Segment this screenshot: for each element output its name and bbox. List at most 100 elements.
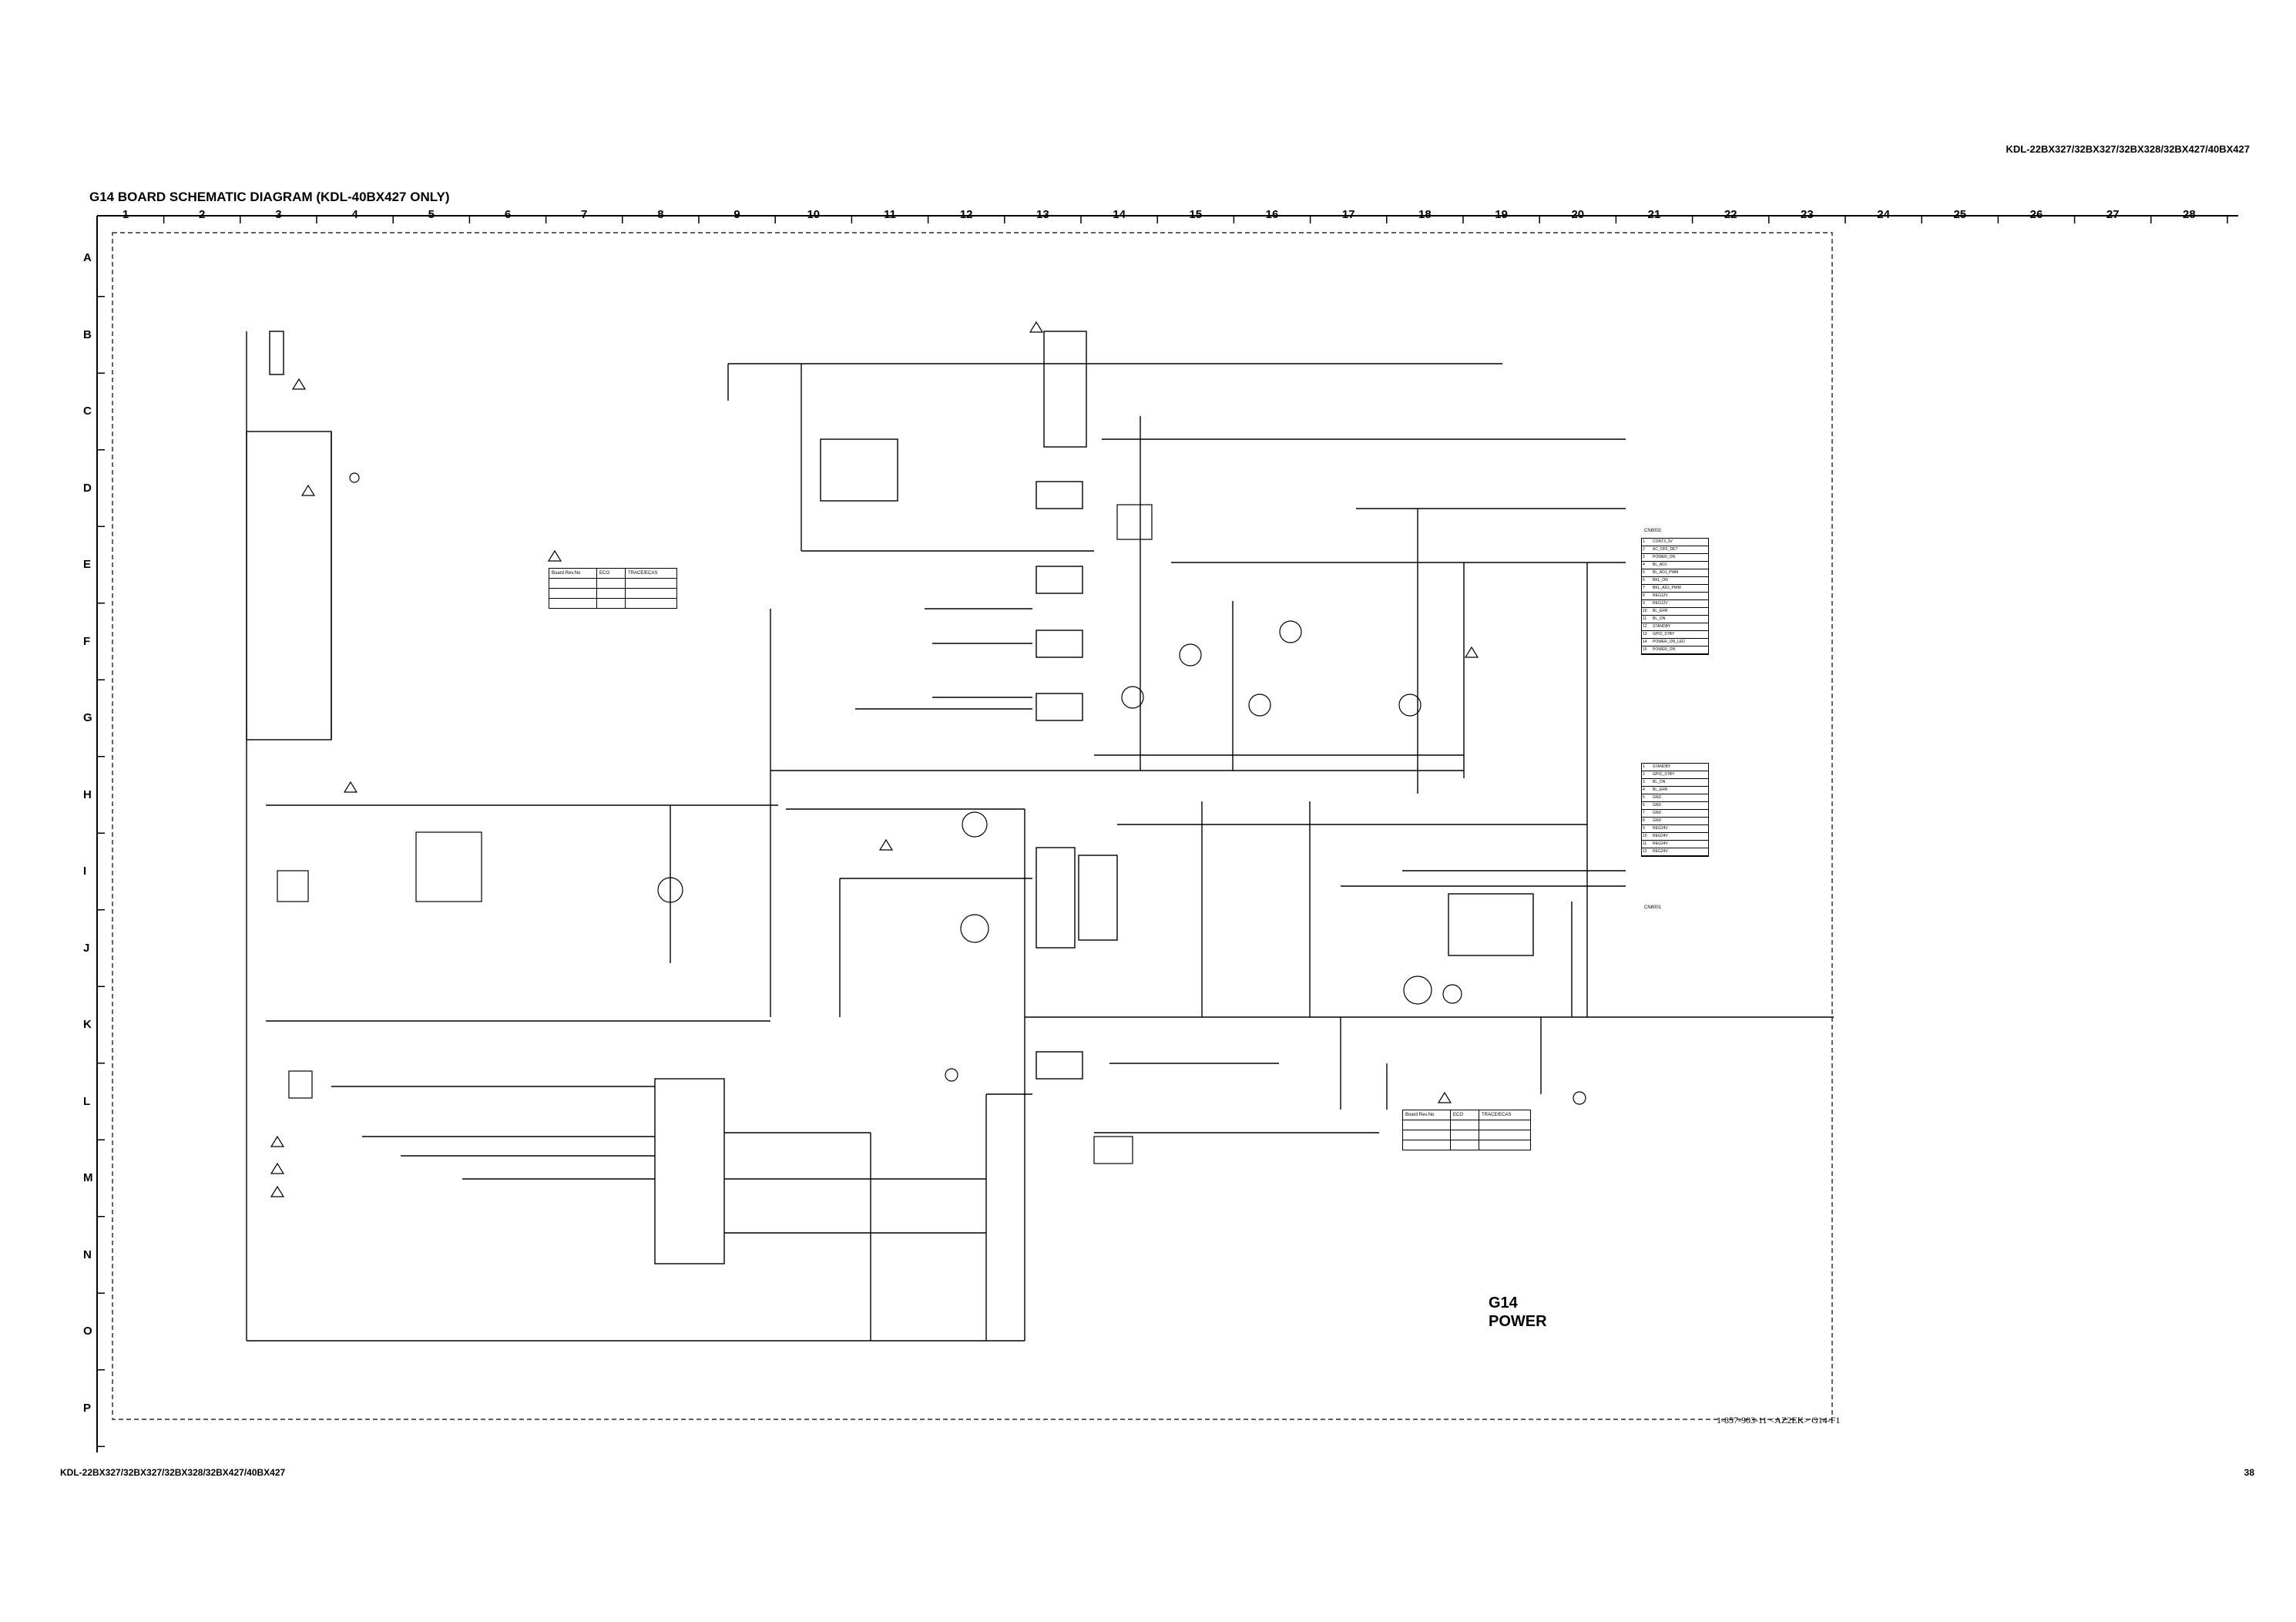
pin-signal: BKL_ON bbox=[1653, 578, 1668, 583]
pin-signal: CONT3_3V bbox=[1653, 539, 1673, 544]
pin-signal: BL_ERR bbox=[1653, 787, 1668, 792]
pin-number: 2 bbox=[1643, 772, 1645, 777]
pin-signal: BL_ADJ bbox=[1653, 562, 1667, 567]
pin-number: 12 bbox=[1643, 624, 1647, 629]
column-label: 25 bbox=[1953, 208, 1967, 221]
connector-pin: 9 REG12V bbox=[1642, 600, 1708, 608]
row-label: M bbox=[83, 1171, 93, 1184]
footer-model: KDL-22BX327/32BX327/32BX328/32BX427/40BX… bbox=[60, 1467, 286, 1478]
column-label: 19 bbox=[1495, 208, 1508, 221]
column-label: 14 bbox=[1113, 208, 1126, 221]
column-label: 10 bbox=[807, 208, 821, 221]
pin-signal: BKL_ADJ_PWM bbox=[1653, 586, 1681, 590]
row-label: N bbox=[83, 1248, 92, 1261]
pin-number: 5 bbox=[1643, 795, 1645, 800]
column-label: 8 bbox=[657, 208, 664, 221]
pin-signal: REG24V bbox=[1653, 849, 1668, 854]
row-label: A bbox=[83, 251, 92, 264]
row-label: O bbox=[83, 1325, 92, 1338]
connector-pin: 2 GPIO_STBY bbox=[1642, 771, 1708, 779]
row-label: B bbox=[83, 327, 92, 341]
column-label: 15 bbox=[1189, 208, 1203, 221]
pin-signal: AC_OFF_DET bbox=[1653, 547, 1678, 552]
column-label: 6 bbox=[504, 208, 512, 221]
pin-number: 10 bbox=[1643, 609, 1647, 613]
connector-pin: 13 GPIO_STBY bbox=[1642, 631, 1708, 639]
pin-number: 13 bbox=[1643, 632, 1647, 636]
caution-marks bbox=[270, 321, 1479, 1197]
column-label: 17 bbox=[1341, 208, 1355, 221]
pin-number: 15 bbox=[1643, 647, 1647, 652]
pin-signal: GPIO_STBY bbox=[1653, 632, 1675, 636]
pin-number: 5 bbox=[1643, 570, 1645, 575]
column-label: 21 bbox=[1647, 208, 1661, 221]
row-label: G bbox=[83, 711, 92, 724]
connector-pin: 4 BL_ADJ bbox=[1642, 562, 1708, 569]
pin-number: 11 bbox=[1643, 841, 1647, 846]
pin-number: 9 bbox=[1643, 826, 1645, 831]
pin-signal: GPIO_STBY bbox=[1653, 772, 1675, 777]
pin-number: 9 bbox=[1643, 601, 1645, 606]
rev-header-eco: ECO bbox=[596, 568, 626, 579]
model-header: KDL-22BX327/32BX327/32BX328/32BX427/40BX… bbox=[2006, 143, 2250, 155]
cn8001-label: CN8001 bbox=[1644, 905, 1662, 910]
pin-number: 1 bbox=[1643, 764, 1645, 769]
cn8002-label: CN8002 bbox=[1644, 529, 1662, 533]
row-label: P bbox=[83, 1401, 92, 1415]
pin-signal: BL_ON bbox=[1653, 780, 1666, 784]
connector-pin: 5 GND bbox=[1642, 794, 1708, 802]
column-label: 11 bbox=[884, 208, 896, 221]
pin-signal: GND bbox=[1653, 803, 1662, 808]
pin-signal: REG24V bbox=[1653, 826, 1668, 831]
row-label: H bbox=[83, 787, 92, 801]
row-label: J bbox=[83, 941, 90, 955]
column-label: 20 bbox=[1571, 208, 1585, 221]
pin-signal: REG12V bbox=[1653, 601, 1668, 606]
connector-pin: 6 BKL_ON bbox=[1642, 577, 1708, 585]
connector-pin: 3 POWER_ON bbox=[1642, 554, 1708, 562]
column-label: 7 bbox=[581, 208, 588, 221]
pin-signal: POWER_ON bbox=[1653, 555, 1676, 559]
column-label: 1 bbox=[122, 208, 129, 221]
connector-pin: 1 STANDBY bbox=[1642, 764, 1708, 771]
board-label-line2: POWER bbox=[1489, 1313, 1547, 1330]
column-label: 24 bbox=[1877, 208, 1890, 221]
pin-signal: GND bbox=[1653, 811, 1662, 815]
connector-pin: 6 GND bbox=[1642, 802, 1708, 810]
row-label: F bbox=[83, 634, 91, 648]
rev-header-board-2: Board Rev.No bbox=[1402, 1110, 1451, 1120]
pin-number: 4 bbox=[1643, 562, 1645, 567]
pin-signal: GND bbox=[1653, 795, 1662, 800]
pin-signal: STANDBY bbox=[1653, 764, 1671, 769]
connector-pin: 9 REG24V bbox=[1642, 825, 1708, 833]
pin-number: 12 bbox=[1643, 849, 1647, 854]
wiring bbox=[246, 331, 1834, 1342]
rev-header-board: Board Rev.No bbox=[549, 568, 597, 579]
pin-number: 4 bbox=[1643, 787, 1645, 792]
row-label: L bbox=[83, 1094, 91, 1108]
pin-number: 6 bbox=[1643, 578, 1645, 583]
page-title: G14 BOARD SCHEMATIC DIAGRAM (KDL-40BX427… bbox=[89, 190, 450, 204]
rev-header-eco-2: ECO bbox=[1450, 1110, 1479, 1120]
column-label: 23 bbox=[1801, 208, 1814, 221]
rev-header-trace: TRACE/ECAS bbox=[625, 568, 677, 579]
pin-signal: POWER_ON_LED bbox=[1653, 640, 1685, 644]
pin-signal: GND bbox=[1653, 818, 1662, 823]
column-label: 3 bbox=[275, 208, 282, 221]
pin-number: 6 bbox=[1643, 803, 1645, 808]
pin-number: 3 bbox=[1643, 555, 1645, 559]
